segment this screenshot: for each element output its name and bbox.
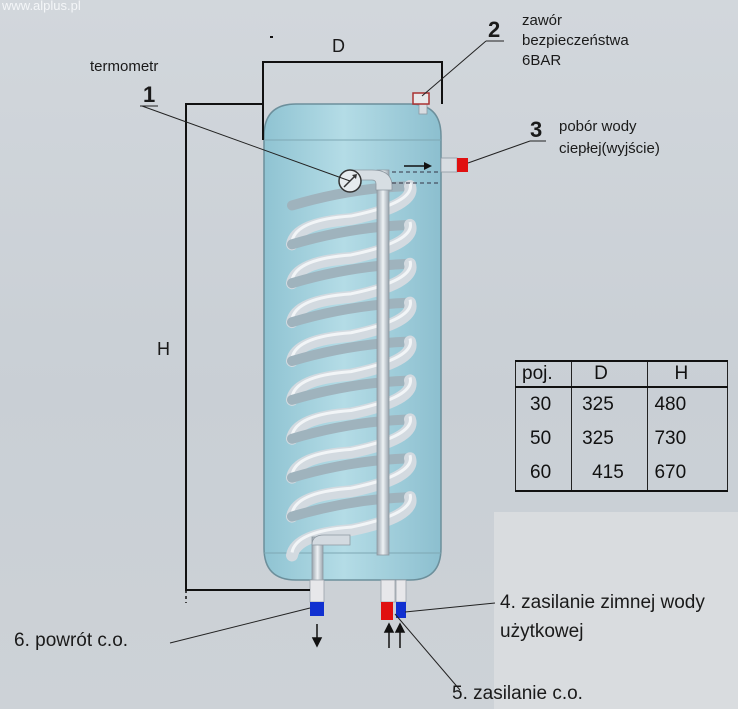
table-header: D bbox=[571, 360, 649, 388]
outlet-arrow bbox=[424, 162, 432, 170]
coil-highlight bbox=[290, 221, 412, 281]
watermark: www.alplus.pl bbox=[2, 0, 81, 13]
coil-front-strand bbox=[286, 374, 417, 445]
coil-highlight bbox=[290, 454, 412, 514]
dimension-label-h: H bbox=[157, 339, 170, 359]
coil-highlight bbox=[290, 299, 412, 359]
hot-water-outlet-connector bbox=[457, 158, 468, 172]
flow-arrows-bottom bbox=[311, 622, 406, 648]
hot-water-outlet-pipe bbox=[440, 157, 458, 173]
coil-back-strand bbox=[287, 453, 415, 483]
callout-label-hot-water-2: ciepłej(wyjście) bbox=[559, 140, 660, 157]
coil-back-strand bbox=[287, 336, 415, 366]
connection-label-5: 5. zasilanie c.o. bbox=[452, 683, 583, 704]
table-cell: 415 bbox=[571, 456, 649, 492]
table-cell: 60 bbox=[514, 456, 573, 492]
table-row: 60 415 670 bbox=[514, 456, 728, 492]
central-pipe bbox=[376, 169, 390, 556]
supply-co-connector bbox=[381, 602, 393, 620]
table-row: 50 325 730 bbox=[514, 422, 728, 456]
coil-highlight bbox=[290, 260, 412, 320]
table-header: poj. bbox=[514, 360, 573, 388]
coil-highlight bbox=[290, 338, 412, 398]
coil-highlight bbox=[290, 182, 412, 242]
table-row: 30 325 480 bbox=[514, 387, 728, 422]
callout-number-3: 3 bbox=[530, 117, 543, 142]
callout-label-thermometer: termometr bbox=[90, 58, 159, 75]
table-cell: 325 bbox=[571, 387, 649, 422]
dimension-label-d: D bbox=[332, 36, 345, 56]
callout-number-1: 1 bbox=[143, 82, 156, 107]
return-co-connector bbox=[310, 602, 324, 616]
bottom-stub-right bbox=[395, 579, 407, 603]
callout-label-valve-1: zawór bbox=[522, 12, 563, 29]
dimension-lines bbox=[185, 61, 443, 591]
coil-back-strand bbox=[287, 297, 415, 328]
safety-valve-body bbox=[412, 92, 430, 105]
callout-label-valve-3: 6BAR bbox=[522, 52, 562, 69]
coil-front-strand bbox=[286, 257, 417, 329]
heating-coil bbox=[286, 180, 417, 562]
coil-front-strand bbox=[286, 452, 417, 523]
coil-front-strand bbox=[286, 413, 417, 484]
coil-back-strand bbox=[287, 258, 415, 289]
coil-back-strand bbox=[287, 492, 415, 522]
coil-highlight bbox=[290, 493, 412, 553]
table-cell: 30 bbox=[514, 387, 573, 422]
coil-highlight bbox=[290, 415, 412, 476]
leader-lines bbox=[140, 40, 546, 691]
label-background-panel bbox=[494, 512, 738, 709]
cold-water-connector bbox=[396, 602, 406, 618]
table-cell: 325 bbox=[571, 422, 649, 456]
table-cell: 50 bbox=[514, 422, 573, 456]
coil-front-strand bbox=[286, 491, 417, 562]
callout-label-hot-water-1: pobór wody bbox=[559, 118, 637, 135]
table-cell: 730 bbox=[647, 422, 728, 456]
coil-back-strand bbox=[287, 219, 415, 250]
coil-front-strand bbox=[286, 296, 417, 367]
bottom-stub-center bbox=[380, 579, 396, 603]
coil-back-strand bbox=[287, 414, 415, 444]
coil-leg-bend bbox=[311, 534, 351, 546]
callout-number-2: 2 bbox=[488, 17, 501, 42]
callout-label-valve-2: bezpieczeństwa bbox=[522, 32, 629, 49]
coil-back-strand bbox=[287, 375, 415, 405]
table-cell: 670 bbox=[647, 456, 728, 492]
connection-label-4-line1: 4. zasilanie zimnej wody bbox=[500, 592, 705, 613]
spec-table: poj. D H 30 325 480 50 325 730 60 415 67… bbox=[514, 360, 728, 492]
coil-front-strand bbox=[286, 335, 417, 406]
connection-label-4-line2: użytkowej bbox=[500, 621, 584, 642]
coil-front-strand bbox=[286, 218, 417, 290]
coil-highlight bbox=[290, 377, 412, 437]
bottom-stub-left bbox=[309, 579, 325, 603]
connection-label-6: 6. powrót c.o. bbox=[14, 630, 129, 651]
table-cell: 480 bbox=[647, 387, 728, 422]
coil-front-strand bbox=[286, 180, 417, 251]
table-header: H bbox=[647, 360, 728, 388]
